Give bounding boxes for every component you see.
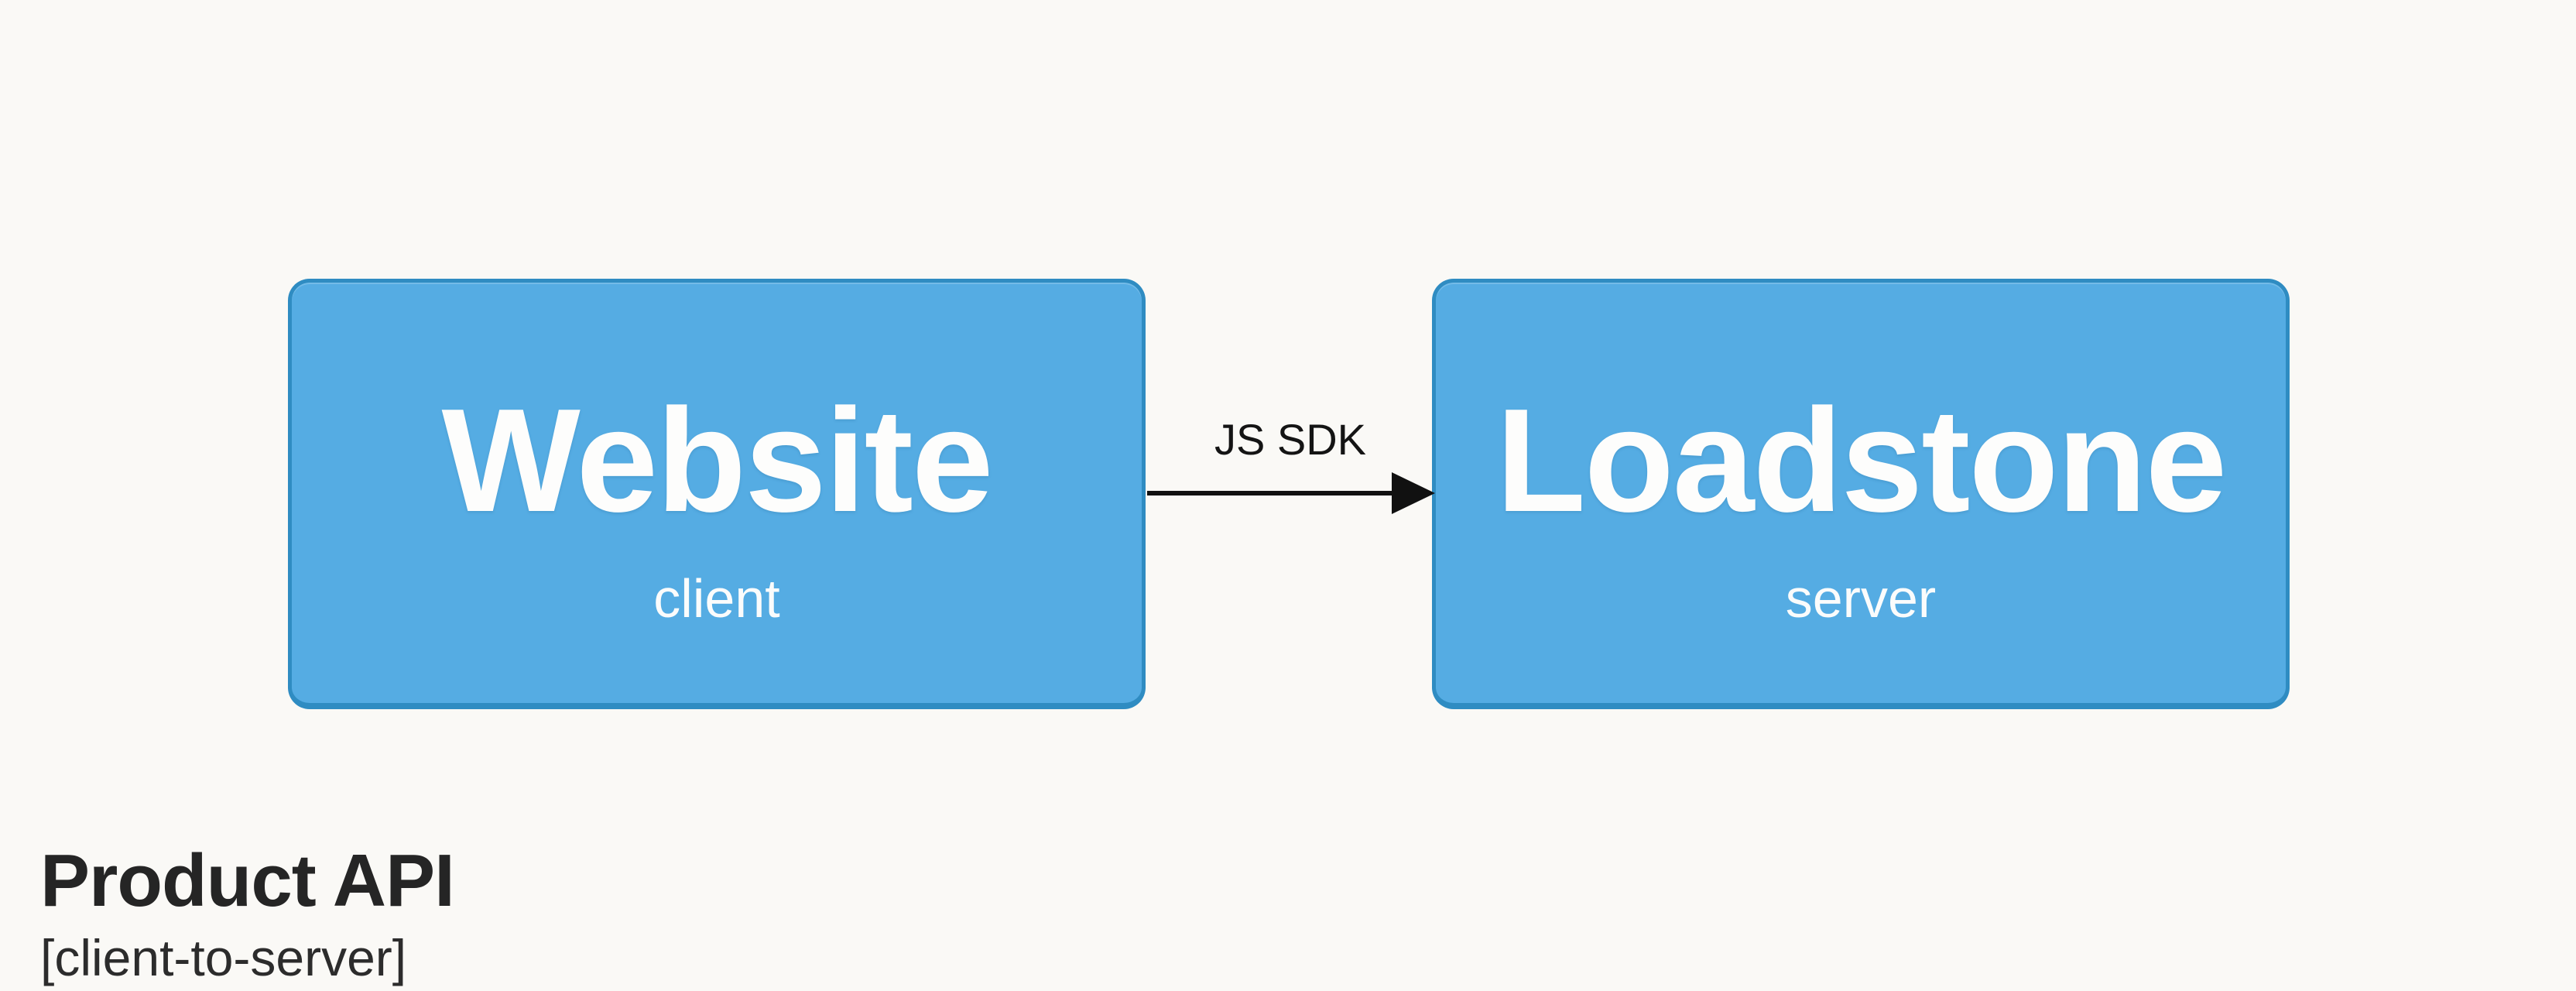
node-website-title: Website [441,379,993,543]
node-website-subtitle: client [653,568,780,629]
node-loadstone: Loadstone server [1432,279,2290,709]
node-loadstone-subtitle: server [1785,568,1937,629]
arrow-right-icon [1147,472,1435,514]
node-loadstone-title: Loadstone [1495,379,2228,543]
diagram-caption: Product API [client-to-server] [40,839,455,986]
node-website: Website client [288,279,1146,709]
caption-subtitle: [client-to-server] [40,928,407,986]
edge-label: JS SDK [1214,415,1367,464]
caption-title: Product API [40,839,455,922]
edge-website-to-loadstone: JS SDK [1146,418,1435,534]
